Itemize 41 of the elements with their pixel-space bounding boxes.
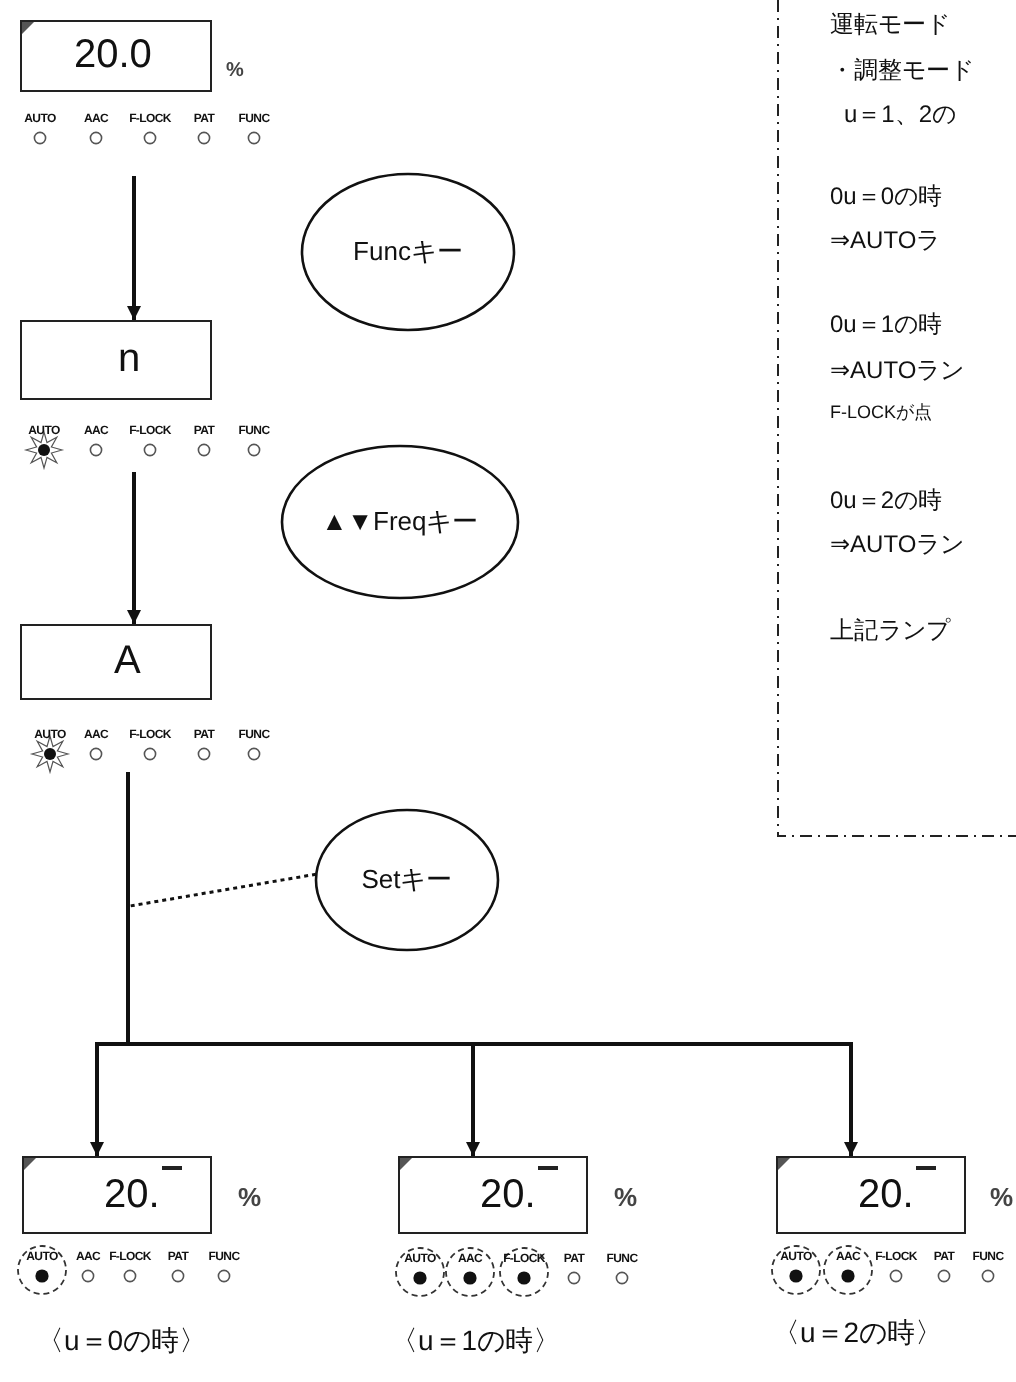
key-ellipse [280,444,520,600]
note-text: 0u＝0の時 [830,180,943,214]
unit-label: % [990,1182,1014,1212]
display-box [22,1156,212,1234]
note-text: ⇒AUTOラン [830,354,965,388]
unit-label: % [238,1182,262,1212]
unit-label: % [226,60,244,82]
note-text: 運転モード [830,8,950,42]
arrow [126,772,858,1156]
note-text: 0u＝1の時 [830,308,943,342]
key-label: Setキー [361,862,453,898]
note-text: ⇒AUTOラ [830,224,941,258]
case-caption: 〈u＝0の時〉 [36,1324,208,1360]
note-text: ・調整モード [830,54,974,88]
note-text: ⇒AUTOラン [830,528,965,562]
unit-label: % [614,1182,638,1212]
key-ellipse [300,172,516,332]
note-text: 上記ランプ [830,614,950,648]
display-value: 20. [858,1172,914,1218]
note-text: 0u＝2の時 [830,484,943,518]
key-label: Funcキー [353,234,463,270]
arrow [127,472,141,624]
case-caption: 〈u＝1の時〉 [390,1324,562,1360]
key-ellipse [314,808,500,952]
display-value: A [114,639,141,685]
leader-line [129,872,317,908]
note-panel [776,0,1016,838]
display-box [776,1156,966,1234]
note-text: F-LOCKが点 [830,400,933,426]
case-caption: 〈u＝2の時〉 [772,1316,944,1352]
display-value: n [118,337,141,383]
display-box [398,1156,588,1234]
display-box [20,320,212,400]
display-box [20,20,212,92]
display-value: 20. [480,1172,536,1218]
display-box [20,624,212,700]
note-text: u＝1、2の [844,98,957,132]
arrow [127,176,141,320]
display-value: 20.0 [74,33,152,79]
key-label: ▲▼Freqキー [321,504,479,540]
display-value: 20. [104,1172,160,1218]
